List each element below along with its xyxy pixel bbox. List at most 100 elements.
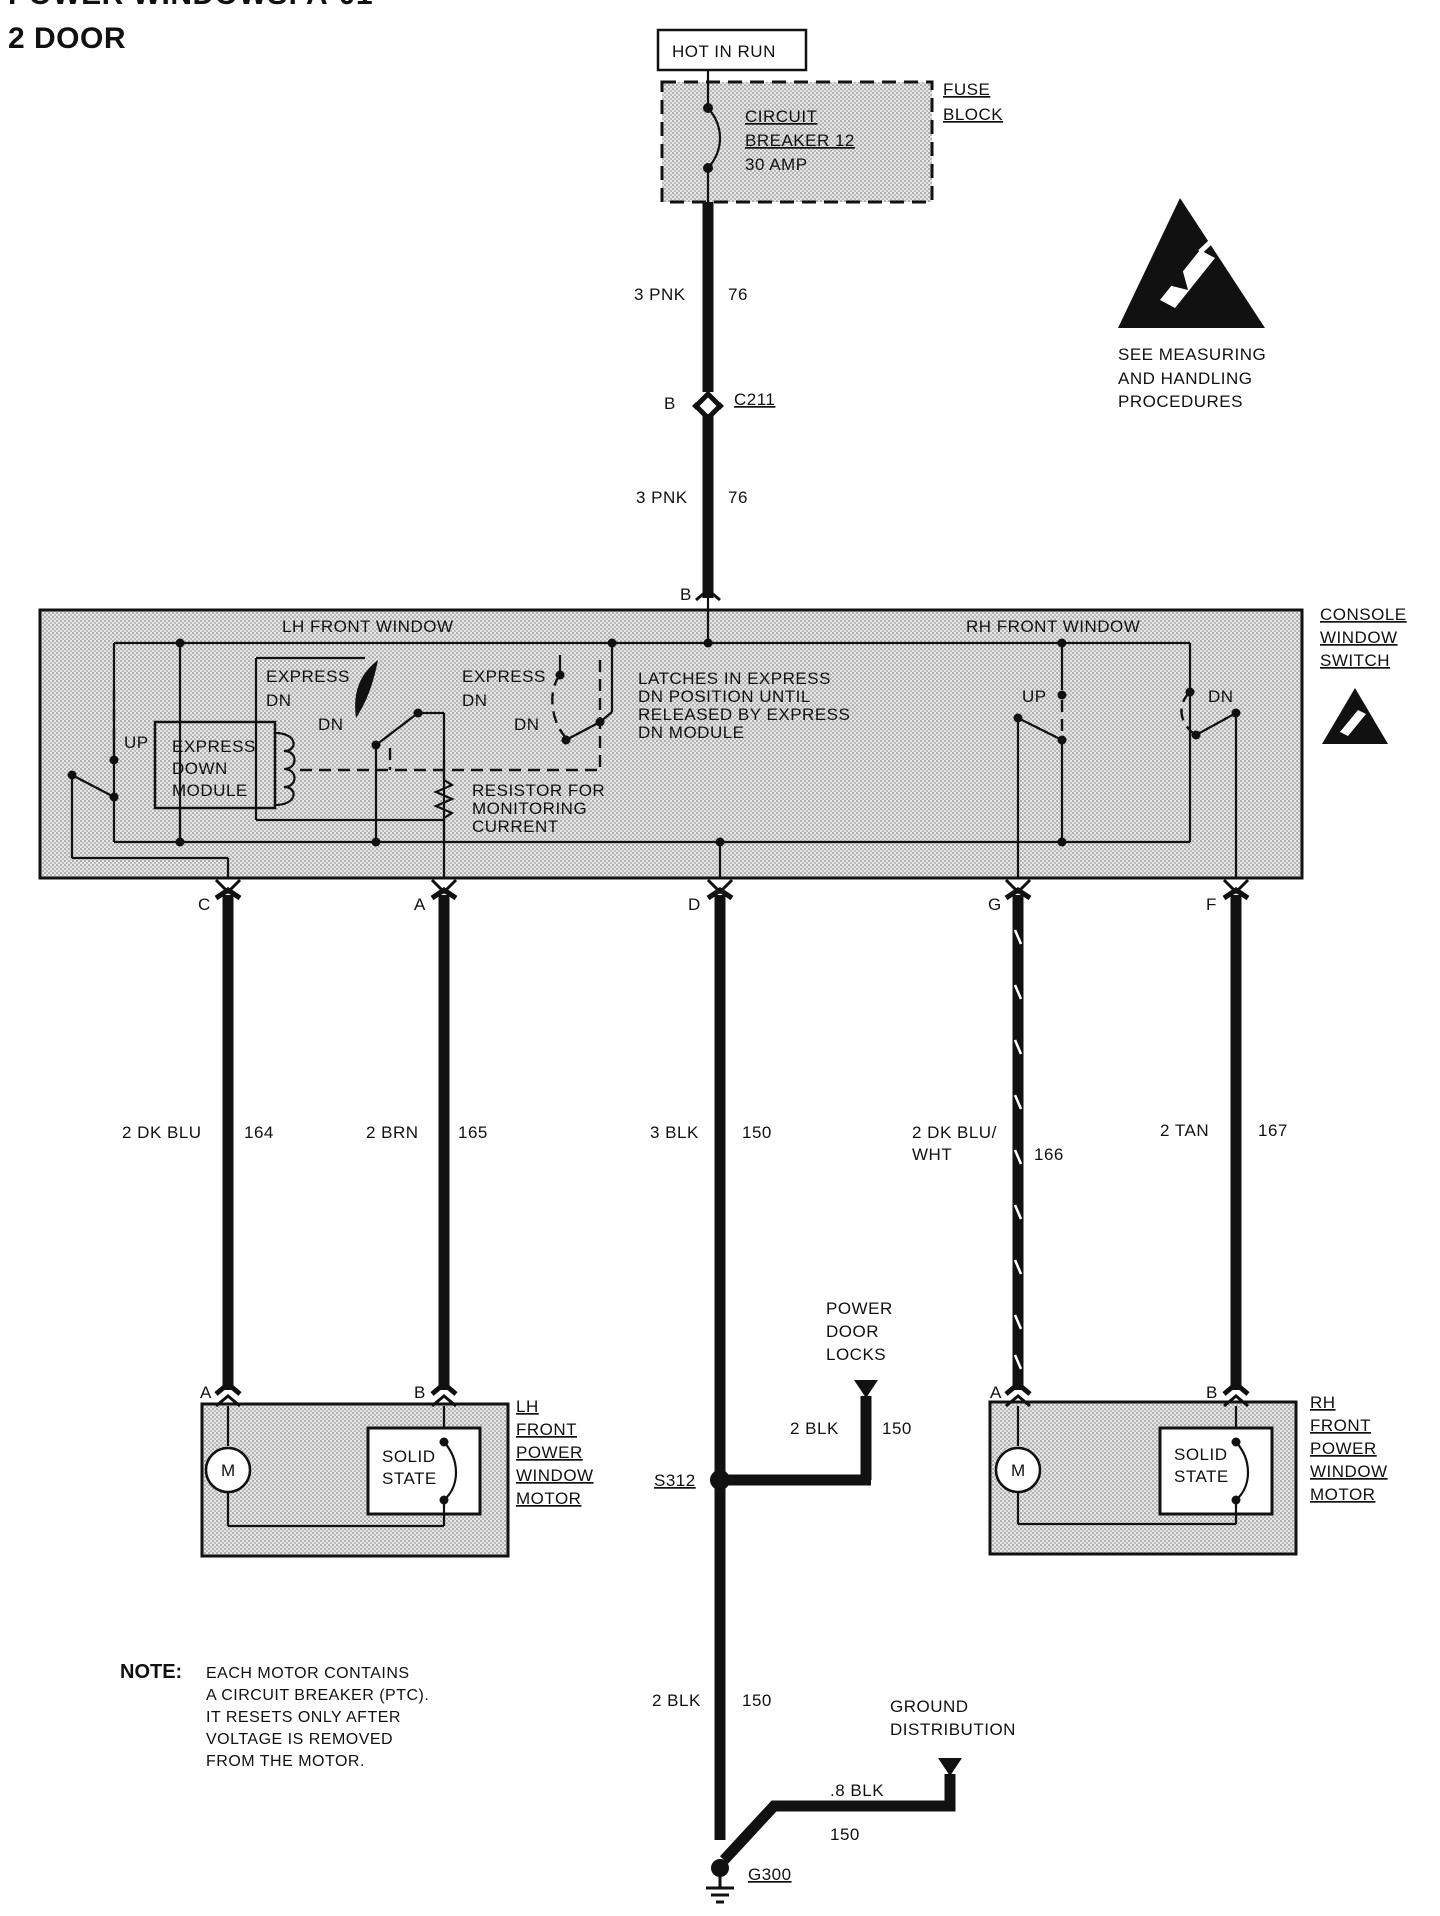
pin-f-label: F (1206, 895, 1217, 914)
ground-distribution-arrow (938, 1758, 962, 1776)
wire-166-color-2: WHT (912, 1145, 952, 1164)
dn-label-1: DN (318, 715, 344, 734)
lh-motor-label-2: FRONT (516, 1420, 577, 1439)
express-module-2: DOWN (172, 759, 228, 778)
pin-c-label: C (198, 895, 211, 914)
express-dn-1b: DN (266, 691, 292, 710)
wire-165-color: 2 BRN (366, 1123, 419, 1142)
resistor-note-3: CURRENT (472, 817, 559, 836)
express-module-3: MODULE (172, 781, 248, 800)
wire-165-circuit: 165 (458, 1123, 488, 1142)
breaker-label-1: CIRCUIT (745, 107, 817, 126)
note-title: NOTE: (120, 1661, 182, 1683)
lh-motor-circuit (204, 1406, 482, 1528)
rh-motor-label-5: MOTOR (1310, 1485, 1375, 1504)
output-wires (214, 878, 1250, 1840)
rh-motor-pin-b: B (1206, 1383, 1218, 1402)
page-subtitle: 2 DOOR (8, 22, 126, 55)
dn-label-2: DN (514, 715, 540, 734)
circuit-breaker-symbol (707, 107, 721, 169)
lh-front-window-label: LH FRONT WINDOW (282, 617, 454, 636)
dn-label-rh: DN (1208, 687, 1234, 706)
rh-motor-label-2: FRONT (1310, 1416, 1371, 1435)
door-locks-wire-circuit: 150 (882, 1419, 912, 1438)
ground-branch-circuit: 150 (830, 1825, 860, 1844)
switch-pin-b-label: B (680, 585, 692, 604)
door-locks-wire-color: 2 BLK (790, 1419, 839, 1438)
ground-distribution-1: GROUND (890, 1697, 969, 1716)
ground-distribution-2: DISTRIBUTION (890, 1720, 1016, 1739)
fuse-block-label-2: BLOCK (943, 105, 1003, 124)
express-dn-2a: EXPRESS (462, 667, 546, 686)
up-label-lh: UP (124, 733, 149, 752)
wire-76-lower-circuit: 76 (728, 488, 748, 507)
ground-branch-color: .8 BLK (830, 1781, 884, 1800)
resistor-note-2: MONITORING (472, 799, 587, 818)
up-label-rh: UP (1022, 687, 1047, 706)
console-label-1: CONSOLE (1320, 605, 1407, 624)
pin-a-label: A (414, 895, 426, 914)
note-line-5: FROM THE MOTOR. (206, 1753, 365, 1770)
hot-in-run-label: HOT IN RUN (672, 42, 776, 61)
wire-150-ground-branch (719, 1774, 956, 1864)
ground-wire-circuit: 150 (742, 1691, 772, 1710)
esd-notice-3: PROCEDURES (1118, 392, 1243, 411)
fuse-block-label-1: FUSE (943, 80, 990, 99)
ground-g300-label: G300 (748, 1865, 792, 1884)
breaker-label-2: BREAKER 12 (745, 131, 855, 150)
wire-76-upper-color: 3 PNK (634, 285, 686, 304)
esd-small-icon (1322, 688, 1388, 744)
splice-s312-label: S312 (654, 1471, 696, 1490)
wire-76-upper-circuit: 76 (728, 285, 748, 304)
rh-motor-pin-a: A (990, 1383, 1002, 1402)
hot-in-run-box (656, 28, 808, 72)
esd-warning-icon (1118, 198, 1265, 328)
rh-front-window-label: RH FRONT WINDOW (966, 617, 1140, 636)
lh-motor-symbol: M (221, 1461, 236, 1480)
wire-164-color: 2 DK BLU (122, 1123, 202, 1142)
wire-167-circuit: 167 (1258, 1121, 1288, 1140)
note-line-1: EACH MOTOR CONTAINS (206, 1665, 410, 1682)
splice-s312 (710, 1470, 730, 1490)
connector-c211-upper (692, 390, 724, 410)
wire-150-circuit: 150 (742, 1123, 772, 1142)
esd-notice-1: SEE MEASURING (1118, 345, 1266, 364)
c211-pin-label: B (664, 394, 676, 413)
lh-motor-label-4: WINDOW (516, 1466, 594, 1485)
latch-note-1: LATCHES IN EXPRESS (638, 669, 831, 688)
console-label-2: WINDOW (1320, 628, 1398, 647)
lh-motor-pin-b: B (414, 1383, 426, 1402)
note-line-2: A CIRCUIT BREAKER (PTC). (206, 1687, 429, 1704)
lh-solid-state-2: STATE (382, 1469, 437, 1488)
rh-solid-state-2: STATE (1174, 1467, 1229, 1486)
latch-note-4: DN MODULE (638, 723, 745, 742)
ground-wire-color: 2 BLK (652, 1691, 701, 1710)
wire-166-circuit: 166 (1034, 1145, 1064, 1164)
note-line-4: VOLTAGE IS REMOVED (206, 1731, 393, 1748)
note-line-3: IT RESETS ONLY AFTER (206, 1709, 401, 1726)
express-module-1: EXPRESS (172, 737, 256, 756)
lh-motor-label-3: POWER (516, 1443, 583, 1462)
switch-pin-b-connector (695, 588, 721, 602)
switch-internal-circuitry (67, 598, 1241, 878)
ground-g300-icon (706, 1859, 734, 1904)
breaker-label-3: 30 AMP (745, 155, 808, 174)
wire-76-lower-color: 3 PNK (636, 488, 688, 507)
rh-motor-circuit (994, 1406, 1274, 1526)
console-switch-box (38, 608, 1304, 880)
door-locks-arrow (854, 1380, 878, 1398)
wire-164-circuit: 164 (244, 1123, 274, 1142)
pin-d-label: D (688, 895, 701, 914)
lh-motor-label-5: MOTOR (516, 1489, 581, 1508)
lh-motor-pin-a: A (200, 1383, 212, 1402)
c211-label: C211 (734, 390, 775, 409)
resistor-note-1: RESISTOR FOR (472, 781, 605, 800)
rh-motor-label-4: WINDOW (1310, 1462, 1388, 1481)
express-dn-2b: DN (462, 691, 488, 710)
lh-solid-state-1: SOLID (382, 1447, 436, 1466)
rh-solid-state-1: SOLID (1174, 1445, 1228, 1464)
console-label-3: SWITCH (1320, 651, 1390, 670)
rh-motor-label-1: RH (1310, 1393, 1336, 1412)
